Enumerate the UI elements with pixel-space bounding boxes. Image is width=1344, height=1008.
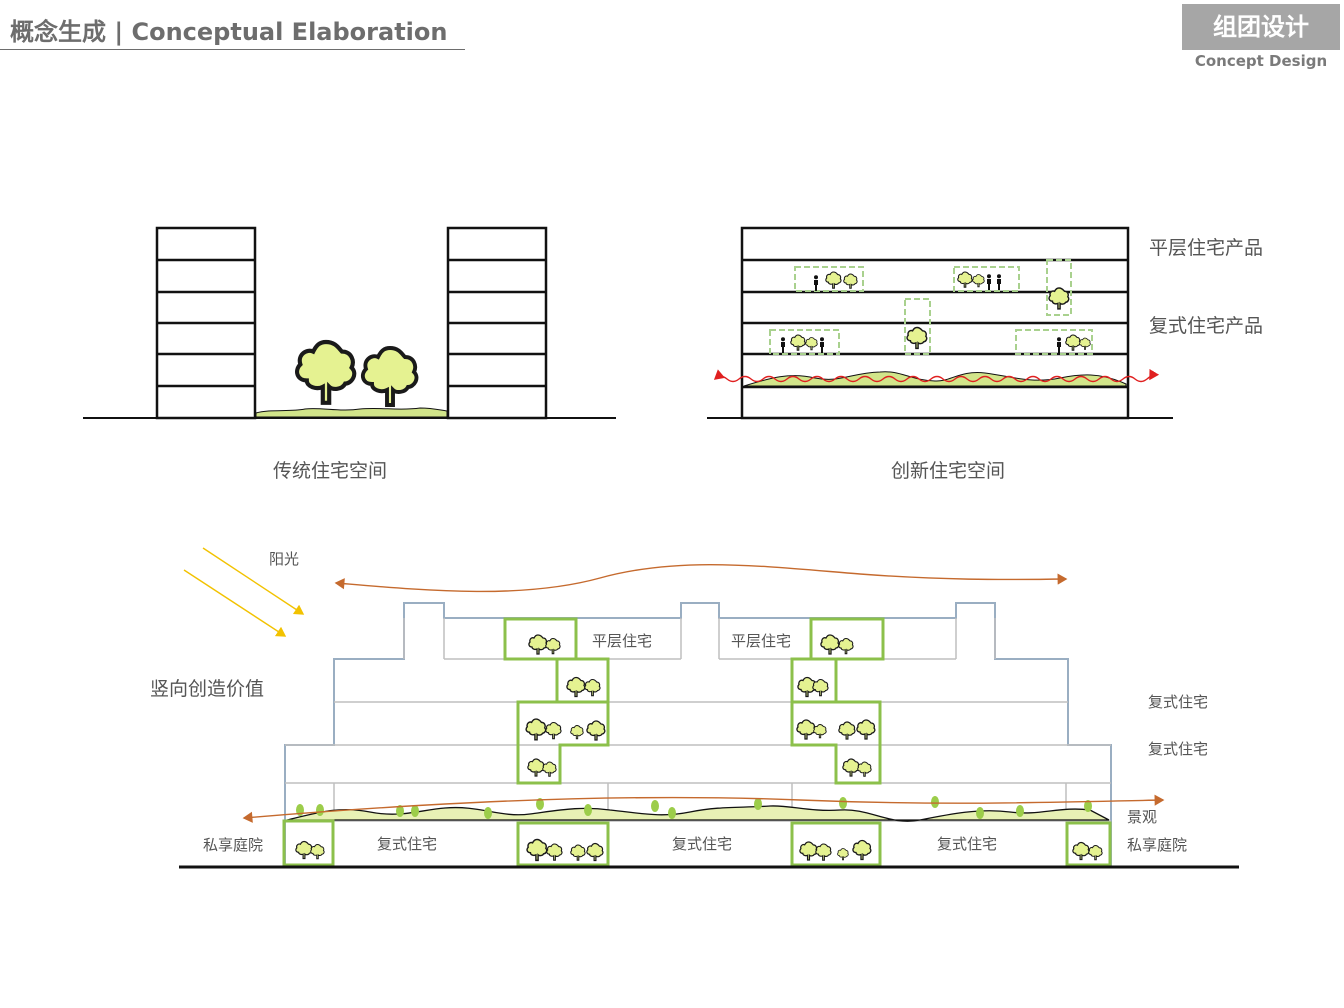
tree-icon [842, 758, 860, 777]
title-underline [0, 49, 465, 50]
person-icon [997, 274, 1001, 290]
landscape-label: 景观 [1127, 808, 1158, 826]
tree-icon [526, 838, 548, 862]
elevated-lawn [743, 371, 1127, 387]
tree-icon [1072, 841, 1090, 861]
tree-icon [838, 721, 856, 740]
tree-icon [856, 719, 876, 740]
section-badge: 组团设计 [1182, 4, 1340, 50]
tree-icon [799, 841, 818, 861]
sun-ray [202, 547, 305, 615]
lawn [255, 407, 448, 418]
tree-icon [363, 348, 417, 405]
left-building [155, 226, 257, 420]
landscape-ground [286, 805, 1110, 822]
tree-icon [566, 676, 586, 698]
person-icon [781, 337, 785, 353]
tree-icon [586, 720, 606, 741]
tree-icon [584, 678, 601, 697]
duplex-side-label: 复式住宅 [1148, 740, 1209, 758]
courtyard-trees [295, 634, 1103, 862]
dashed-frames [769, 259, 1093, 355]
tree-icon [843, 273, 858, 289]
tree-icon [825, 271, 842, 289]
roof-flat-label: 平层住宅 [731, 632, 792, 650]
tree-icon [545, 721, 562, 740]
tree-icon [528, 634, 548, 655]
tree-icon [1065, 334, 1081, 351]
traditional-caption: 传统住宅空间 [273, 460, 388, 482]
ground-duplex-label: 复式住宅 [377, 835, 438, 853]
tree-icon [790, 334, 806, 351]
person-icon [1057, 337, 1061, 353]
tree-icon [796, 719, 816, 740]
tree-icon [542, 761, 557, 777]
tree-icon [586, 842, 604, 862]
duplex-product-label: 复式住宅产品 [1149, 315, 1264, 337]
person-icon [814, 275, 818, 291]
terraced-building-outline [284, 602, 1112, 866]
person-icon [987, 274, 991, 290]
tree-icon [545, 637, 561, 655]
tree-icon [837, 847, 849, 861]
innovative-caption: 创新住宅空间 [891, 460, 1006, 482]
tree-icon [570, 724, 584, 740]
tree-icon [813, 723, 827, 739]
sun-ray [183, 569, 287, 637]
flat-product-label: 平层住宅产品 [1149, 237, 1264, 259]
roof-flat-label: 平层住宅 [592, 632, 653, 650]
tree-icon [812, 678, 829, 697]
courtyard-frames [282, 617, 1112, 867]
tree-icon [525, 718, 547, 741]
private-courtyard-label: 私享庭院 [203, 836, 264, 854]
tree-icon [527, 758, 545, 777]
tree-icon [805, 337, 818, 351]
floor-lines [285, 618, 1111, 822]
traditional-housing-diagram [83, 226, 616, 420]
person-icon [820, 337, 824, 353]
vertical-value-label: 竖向创造价值 [150, 678, 265, 700]
right-building [446, 226, 548, 420]
tree-icon [1048, 287, 1070, 310]
tree-icon [297, 342, 354, 403]
wind-arrow [713, 368, 1160, 383]
tree-icon [857, 761, 872, 777]
sunlight-label: 阳光 [269, 550, 300, 568]
ground-duplex-label: 复式住宅 [672, 835, 733, 853]
tree-icon [1088, 844, 1103, 861]
tree-icon [310, 843, 325, 860]
innovative-housing-diagram [707, 226, 1173, 420]
duplex-side-label: 复式住宅 [1148, 693, 1209, 711]
tree-icon [820, 634, 840, 655]
tree-icon [570, 844, 586, 861]
tree-icon [295, 840, 313, 860]
tree-icon [972, 274, 985, 288]
tree-icon [906, 326, 928, 350]
page-title: 概念生成 | Conceptual Elaboration [10, 18, 448, 46]
tree-icon [546, 843, 563, 861]
airflow-arrow [334, 563, 1068, 593]
tree-icon [852, 839, 872, 861]
tree-icon [957, 271, 973, 288]
private-courtyard-label: 私享庭院 [1127, 836, 1188, 854]
tree-icon [1079, 337, 1091, 350]
tree-icon [815, 843, 832, 861]
landscape-airflow-arrow [242, 794, 1165, 823]
section-badge-subtitle: Concept Design [1194, 52, 1328, 70]
ground-duplex-label: 复式住宅 [937, 835, 998, 853]
slab-building [740, 226, 1130, 420]
tree-icon [838, 637, 854, 655]
section-diagram [179, 547, 1239, 869]
